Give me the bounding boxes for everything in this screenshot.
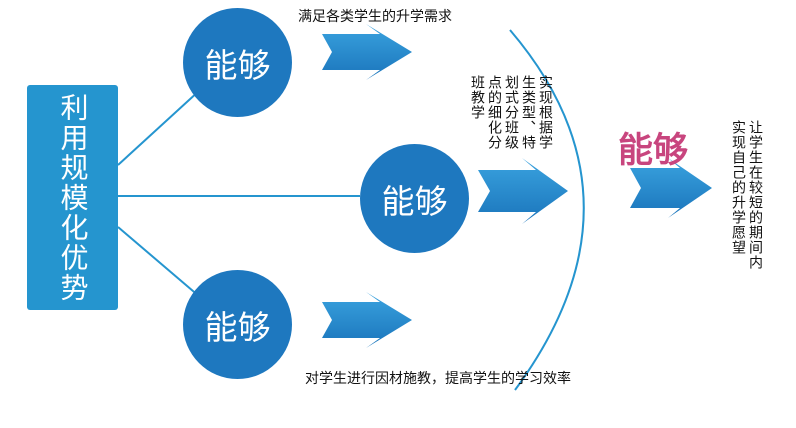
final-keyword: 能够 (618, 131, 689, 171)
outcome-middle-line: 实现根据学 (537, 75, 553, 150)
outcome-top-text: 满足各类学生的升学需求 (298, 9, 452, 25)
outcome-middle-line: 生类型、特 (520, 75, 536, 150)
circle-middle: 能够 (360, 144, 469, 253)
final-text-line: 实现自己的升学愿望 (730, 120, 746, 255)
final-text-line: 让学生在较短的期间内 (747, 120, 763, 270)
outcome-bottom-text: 对学生进行因材施教，提高学生的学习效率 (305, 371, 571, 387)
arrow-top (322, 24, 412, 80)
arrow-middle (478, 158, 568, 224)
outcome-middle-line: 划式分班级 (503, 75, 519, 150)
left-box-label: 利用规模化优势 (56, 92, 90, 303)
connector-line-top (117, 89, 201, 166)
arrow-final (630, 158, 712, 218)
outcome-middle-text: 实现根据学 生类型、特 划式分班级 点的细化分 班教学 (468, 75, 553, 150)
left-box: 利用规模化优势 (27, 85, 118, 310)
connector-line-bottom (117, 226, 201, 298)
circle-bottom: 能够 (183, 270, 292, 379)
circle-top: 能够 (183, 8, 292, 117)
circle-top-label: 能够 (204, 45, 271, 85)
outcome-middle-line: 班教学 (469, 75, 485, 120)
circle-middle-label: 能够 (381, 181, 448, 221)
arrow-bottom (322, 292, 412, 348)
outcome-middle-line: 点的细化分 (486, 75, 502, 150)
circle-bottom-label: 能够 (204, 307, 271, 347)
final-text: 让学生在较短的期间内 实现自己的升学愿望 (729, 120, 763, 270)
bracket-arc (509, 29, 585, 391)
